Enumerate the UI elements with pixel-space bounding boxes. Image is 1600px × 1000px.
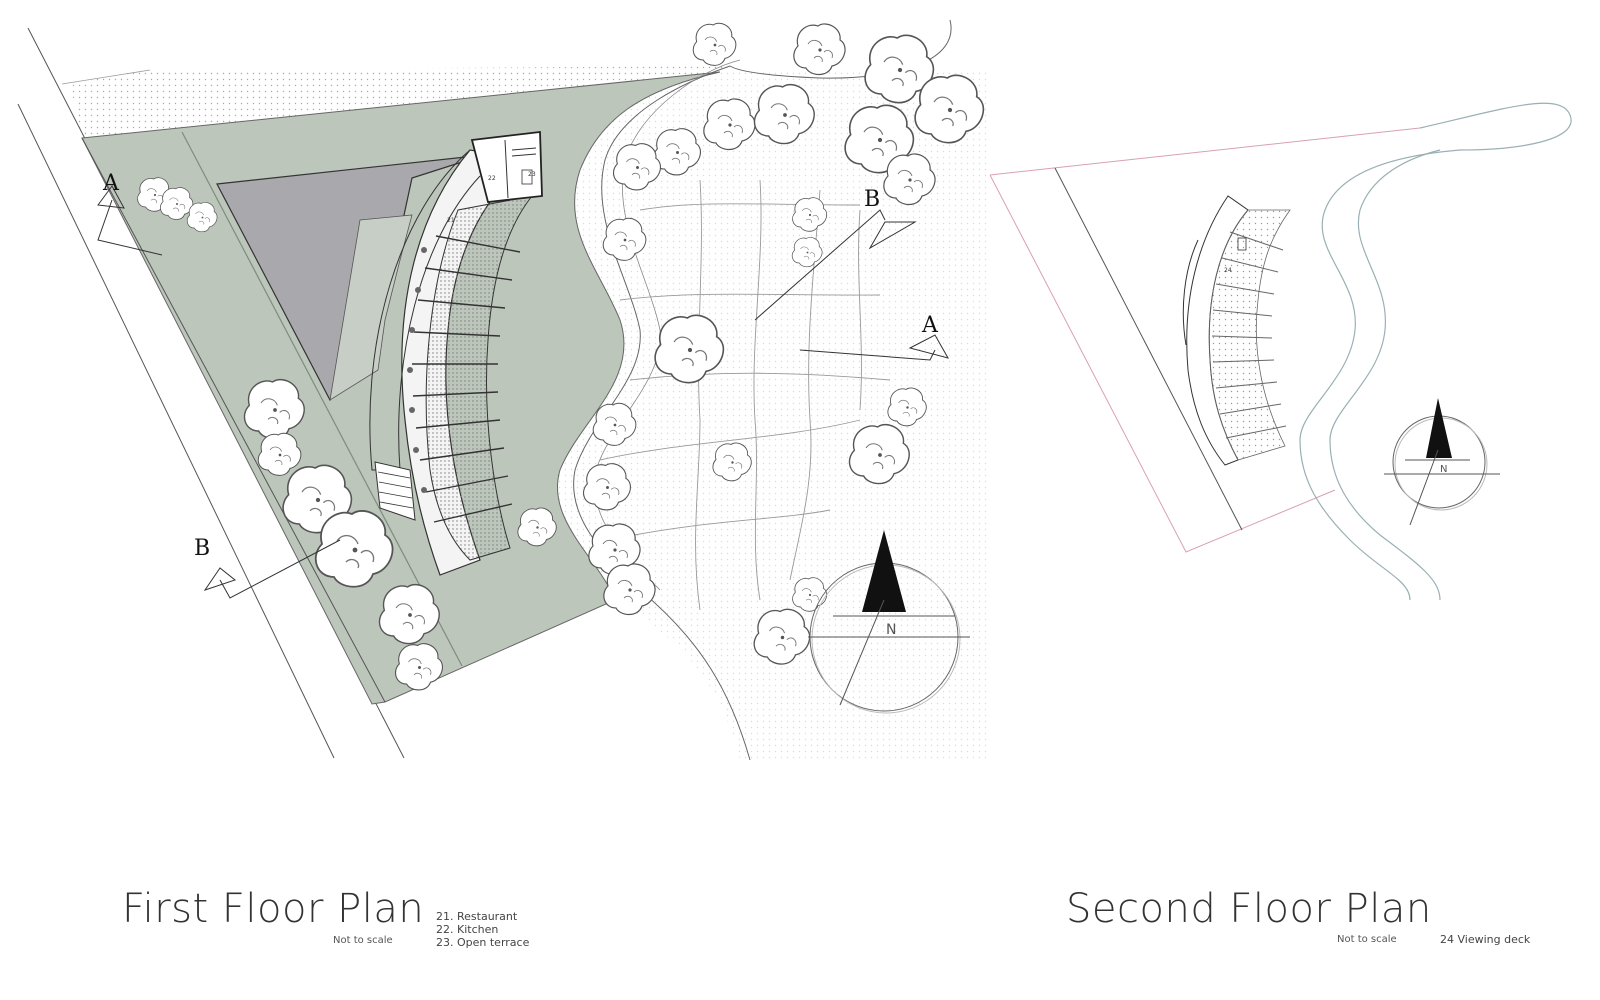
restaurant-building: 21 22 23 bbox=[369, 130, 543, 576]
first-floor-scale-note: Not to scale bbox=[333, 935, 393, 946]
first-floor-plan: 21 22 23 bbox=[17, 19, 990, 761]
dotted-verge bbox=[70, 66, 730, 138]
park-area bbox=[557, 19, 990, 761]
legend-item: 22. Kitchen bbox=[436, 923, 499, 936]
legend-item: 24 Viewing deck bbox=[1440, 933, 1531, 946]
road-edge bbox=[17, 103, 335, 759]
site-boundary bbox=[989, 127, 1421, 553]
legend-item: 21. Restaurant bbox=[436, 910, 518, 923]
room-tag-21: 21 bbox=[447, 217, 455, 224]
section-label-b: B bbox=[194, 536, 210, 561]
second-floor-scale-note: Not to scale bbox=[1337, 934, 1397, 945]
north-arrow-icon: N bbox=[808, 530, 970, 714]
second-floor-legend: 24 Viewing deck bbox=[1440, 933, 1530, 946]
north-arrow-icon: N bbox=[1384, 398, 1500, 526]
first-floor-legend: 21. Restaurant 22. Kitchen 23. Open terr… bbox=[436, 910, 529, 949]
room-tag-22: 22 bbox=[488, 175, 496, 182]
north-label: N bbox=[1440, 464, 1447, 475]
river-line bbox=[1299, 102, 1572, 601]
section-marker-icon bbox=[97, 185, 950, 599]
second-floor-plan: 24 N bbox=[989, 102, 1572, 601]
section-label-b: B bbox=[864, 187, 880, 212]
legend-item: 23. Open terrace bbox=[436, 936, 530, 949]
room-tag-24: 24 bbox=[1224, 267, 1232, 274]
section-label-a: A bbox=[102, 171, 120, 196]
first-floor-title: First Floor Plan bbox=[122, 886, 425, 932]
second-floor-title: Second Floor Plan bbox=[1066, 886, 1432, 932]
room-tag-23: 23 bbox=[528, 171, 536, 178]
section-label-a: A bbox=[921, 313, 939, 338]
north-label: N bbox=[886, 622, 896, 638]
viewing-deck: 24 bbox=[1182, 195, 1291, 466]
